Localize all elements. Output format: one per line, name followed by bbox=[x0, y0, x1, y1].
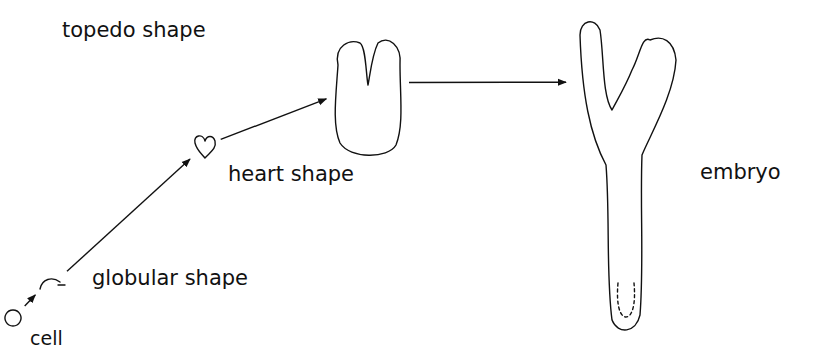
heart-stage: heart shape bbox=[193, 133, 217, 159]
outline-drawing bbox=[330, 35, 405, 160]
stage-label: globular shape bbox=[92, 266, 248, 290]
stage-label: heart shape bbox=[228, 162, 354, 186]
outline-stroke bbox=[195, 136, 216, 158]
outline-stroke bbox=[617, 283, 634, 317]
outline-drawing bbox=[4, 309, 22, 327]
outline-stroke bbox=[58, 284, 65, 285]
stage-arrow bbox=[409, 81, 566, 83]
outline-drawing bbox=[38, 274, 64, 292]
cell-stage: cell bbox=[4, 309, 22, 327]
outline-stroke bbox=[5, 310, 21, 326]
outline-drawing bbox=[193, 133, 217, 159]
outline-stroke bbox=[40, 279, 60, 289]
outline-drawing bbox=[570, 15, 680, 335]
outline-stroke bbox=[580, 22, 676, 330]
globular-stage: globular shape bbox=[38, 274, 64, 292]
stage-label: cell bbox=[30, 327, 63, 349]
torpedo-stage: topedo shape bbox=[330, 35, 405, 160]
stage-arrow bbox=[221, 99, 327, 139]
stage-label-holder: embryo bbox=[700, 160, 781, 185]
outline-stroke bbox=[335, 40, 401, 155]
embryo-stage: embryo bbox=[570, 15, 680, 335]
stage-arrow bbox=[25, 295, 36, 306]
stage-label-holder: heart shape bbox=[228, 162, 354, 187]
stage-label-holder: cell bbox=[30, 327, 63, 350]
stage-label: embryo bbox=[700, 160, 781, 184]
stage-arrow bbox=[67, 159, 190, 271]
stage-label-holder: topedo shape bbox=[62, 18, 206, 43]
stage-label-holder: globular shape bbox=[92, 266, 248, 291]
stage-label: topedo shape bbox=[62, 18, 206, 42]
